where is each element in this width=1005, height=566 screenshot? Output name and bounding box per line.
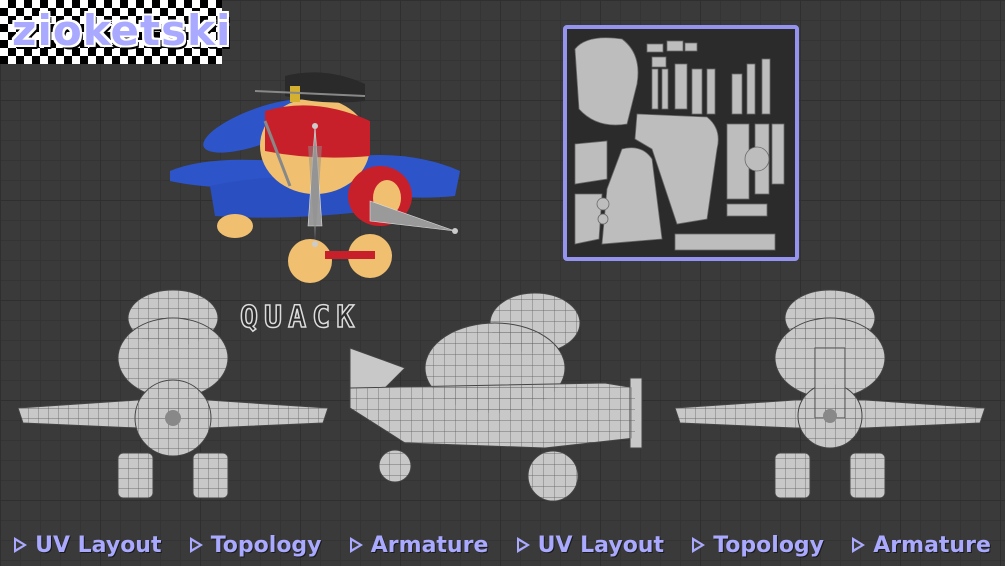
caption-item: Topology bbox=[692, 533, 824, 558]
uv-layout-panel bbox=[563, 25, 799, 261]
caption-bar: UV Layout Topology Armature UV Layout To… bbox=[0, 528, 1005, 562]
topology-front-view bbox=[18, 289, 328, 499]
play-triangle-icon bbox=[14, 537, 28, 553]
caption-armature: Armature bbox=[370, 532, 489, 558]
play-triangle-icon bbox=[189, 537, 203, 553]
logo-checker-badge: zioketski bbox=[0, 0, 230, 64]
caption-topology: Topology bbox=[210, 532, 322, 558]
caption-uv-layout: UV Layout bbox=[35, 532, 162, 558]
caption-item: Topology bbox=[189, 532, 322, 558]
caption-item: Armature bbox=[349, 532, 489, 558]
model-name-label: QUACK bbox=[239, 299, 361, 336]
caption-item: UV Layout bbox=[516, 532, 664, 558]
play-triangle-icon bbox=[516, 537, 530, 553]
caption-item: UV Layout bbox=[14, 533, 161, 558]
rendered-model-preview bbox=[170, 72, 460, 283]
play-triangle-icon bbox=[692, 537, 706, 553]
topology-side-view bbox=[349, 292, 643, 502]
caption-armature: Armature bbox=[873, 532, 991, 558]
uv-islands bbox=[574, 37, 785, 251]
play-triangle-icon bbox=[349, 537, 363, 553]
logo-text: zioketski bbox=[12, 6, 232, 55]
topology-back-view bbox=[675, 289, 985, 499]
caption-uv-layout: UV Layout bbox=[537, 532, 664, 558]
caption-item: Armature bbox=[852, 533, 991, 558]
play-triangle-icon bbox=[852, 537, 866, 553]
caption-topology: Topology bbox=[713, 532, 825, 558]
